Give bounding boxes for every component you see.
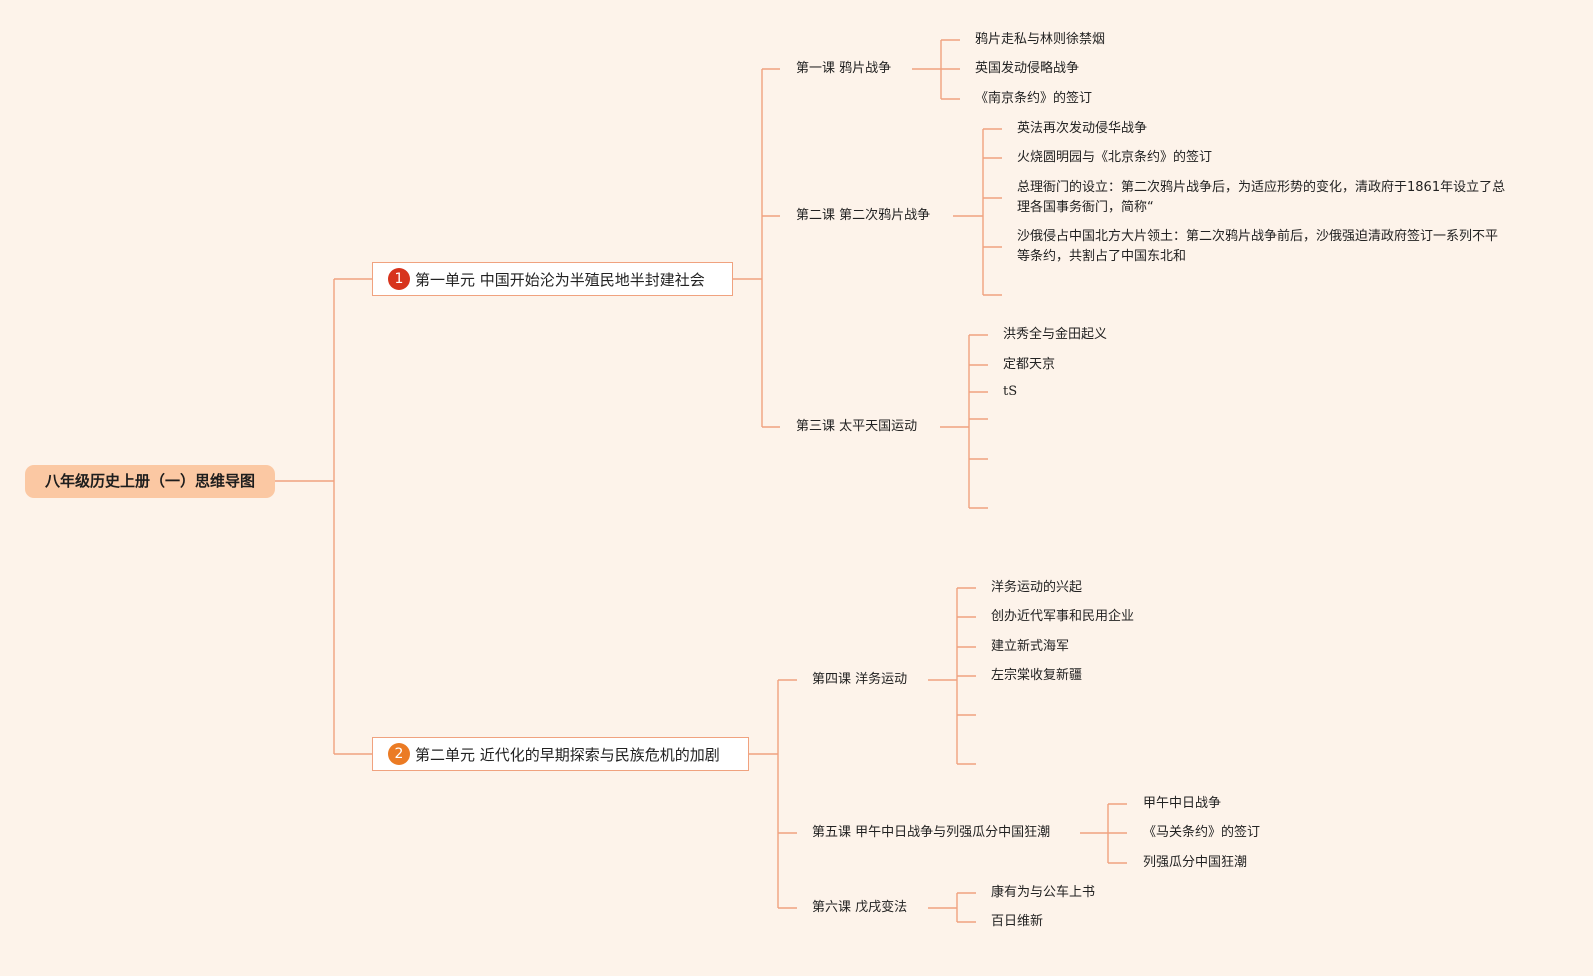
lesson-4-item[interactable]: 洋务运动的兴起	[991, 580, 1083, 595]
lesson-3-topic[interactable]: 第三课 太平天国运动	[796, 419, 918, 434]
lesson-2-item[interactable]: 总理衙门的设立：第二次鸦片战争后，为适应形势的变化，清政府于1861年设立了总理…	[1017, 180, 1506, 215]
lesson-3-item[interactable]: 定都天京	[1003, 357, 1056, 372]
lesson-2-item[interactable]: 火烧圆明园与《北京条约》的签订	[1017, 150, 1213, 165]
unit-2-topic[interactable]: 2 第二单元 近代化的早期探索与民族危机的加剧	[372, 737, 749, 771]
lesson-4-item[interactable]: 左宗棠收复新疆	[991, 668, 1083, 683]
lesson-1-item[interactable]: 鸦片走私与林则徐禁烟	[975, 32, 1106, 47]
unit-1-title: 第一单元 中国开始沦为半殖民地半封建社会	[415, 270, 705, 289]
root-topic[interactable]: 八年级历史上册（一）思维导图	[25, 465, 275, 498]
lesson-3-item[interactable]: 洪秀全与金田起义	[1003, 327, 1108, 342]
lesson-6-item[interactable]: 康有为与公车上书	[991, 885, 1096, 900]
unit-1-number-badge: 1	[388, 268, 410, 290]
lesson-5-topic[interactable]: 第五课 甲午中日战争与列强瓜分中国狂潮	[812, 825, 1051, 840]
lesson-4-item[interactable]: 创办近代军事和民用企业	[991, 609, 1135, 624]
unit-2-number-badge: 2	[388, 743, 410, 765]
lesson-5-item[interactable]: 列强瓜分中国狂潮	[1143, 855, 1248, 870]
lesson-4-item[interactable]: 建立新式海军	[991, 639, 1070, 654]
unit-2-title: 第二单元 近代化的早期探索与民族危机的加剧	[415, 745, 720, 764]
lesson-2-item[interactable]: 沙俄侵占中国北方大片领土：第二次鸦片战争前后，沙俄强迫清政府签订一系列不平等条约…	[1017, 229, 1499, 264]
lesson-5-item[interactable]: 甲午中日战争	[1143, 796, 1222, 811]
lesson-4-topic[interactable]: 第四课 洋务运动	[812, 672, 908, 687]
lesson-6-item[interactable]: 百日维新	[991, 914, 1044, 929]
lesson-2-item[interactable]: 英法再次发动侵华战争	[1017, 121, 1148, 136]
lesson-2-topic[interactable]: 第二课 第二次鸦片战争	[796, 208, 931, 223]
unit-1-topic[interactable]: 1 第一单元 中国开始沦为半殖民地半封建社会	[372, 262, 733, 296]
lesson-3-item[interactable]: tS	[1003, 384, 1018, 399]
lesson-1-item[interactable]: 英国发动侵略战争	[975, 61, 1080, 76]
lesson-1-item[interactable]: 《南京条约》的签订	[975, 91, 1093, 106]
lesson-6-topic[interactable]: 第六课 戊戌变法	[812, 900, 908, 915]
lesson-1-topic[interactable]: 第一课 鸦片战争	[796, 61, 892, 76]
lesson-5-item[interactable]: 《马关条约》的签订	[1143, 825, 1261, 840]
